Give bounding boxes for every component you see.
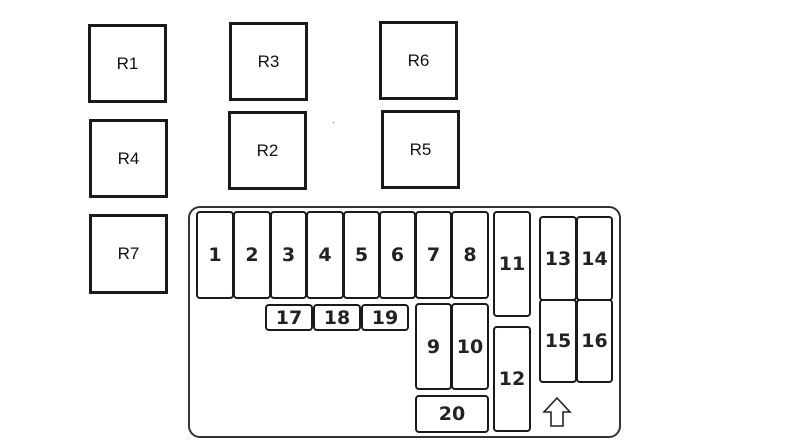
fuse-12-label: 12 <box>498 368 526 390</box>
relay-r5-label: R5 <box>409 139 432 159</box>
fuse-11-label: 11 <box>498 253 526 275</box>
fuse-5-label: 5 <box>354 244 369 266</box>
fuse-4: 4 <box>306 211 344 299</box>
fuse-13: 13 <box>539 216 577 301</box>
fuse-10-label: 10 <box>456 335 484 358</box>
fuse-15: 15 <box>539 299 577 383</box>
relay-r6-label: R6 <box>407 50 430 70</box>
fuse-9: 9 <box>415 303 452 390</box>
up-arrow-icon <box>542 396 572 427</box>
relay-r6: R6 <box>379 21 458 100</box>
fuse-16: 16 <box>576 299 613 383</box>
fuse-15-label: 15 <box>544 330 572 352</box>
fuse-3-label: 3 <box>281 244 296 266</box>
fuse-8-label: 8 <box>463 244 477 266</box>
fuse-12: 12 <box>493 326 531 432</box>
fuse-4-label: 4 <box>318 244 332 266</box>
relay-r5: R5 <box>381 110 460 189</box>
fuse-2: 2 <box>233 211 271 299</box>
relay-r1: R1 <box>88 24 167 103</box>
fuse-10: 10 <box>451 303 489 390</box>
fuse-18-label: 18 <box>323 306 351 329</box>
fuse-6-label: 6 <box>390 244 405 266</box>
fuse-19: 19 <box>361 304 409 331</box>
relay-r7-label: R7 <box>117 244 140 263</box>
relay-r3: R3 <box>229 22 308 101</box>
fuse-13-label: 13 <box>544 247 572 270</box>
fuse-20-label: 20 <box>438 403 466 425</box>
fuse-6: 6 <box>379 211 416 299</box>
relay-r3-label: R3 <box>257 51 280 71</box>
relay-r2-label: R2 <box>256 140 279 160</box>
fuse-14-label: 14 <box>581 247 608 270</box>
fuse-9-label: 9 <box>426 335 441 358</box>
relay-r4: R4 <box>89 119 168 198</box>
fuse-7: 7 <box>415 211 452 299</box>
fuse-14: 14 <box>576 216 613 301</box>
fuse-17-label: 17 <box>275 306 303 329</box>
relay-r1-label: R1 <box>116 53 139 73</box>
fuse-17: 17 <box>265 304 313 331</box>
fuse-5: 5 <box>343 211 380 299</box>
fuse-8: 8 <box>451 211 489 299</box>
fuse-19-label: 19 <box>371 306 399 329</box>
relay-r4-label: R4 <box>117 148 140 168</box>
fuse-2-label: 2 <box>245 244 259 266</box>
fuse-1-label: 1 <box>208 244 222 266</box>
fuse-11: 11 <box>493 211 531 317</box>
fuse-20: 20 <box>415 395 489 433</box>
fuse-16-label: 16 <box>581 330 608 352</box>
stray-dot <box>333 122 334 123</box>
relay-r2: R2 <box>228 111 307 190</box>
relay-r7: R7 <box>89 214 168 294</box>
fuse-18: 18 <box>313 304 361 331</box>
fuse-1: 1 <box>196 211 234 299</box>
fuse-7-label: 7 <box>426 244 441 266</box>
fuse-3: 3 <box>270 211 307 299</box>
